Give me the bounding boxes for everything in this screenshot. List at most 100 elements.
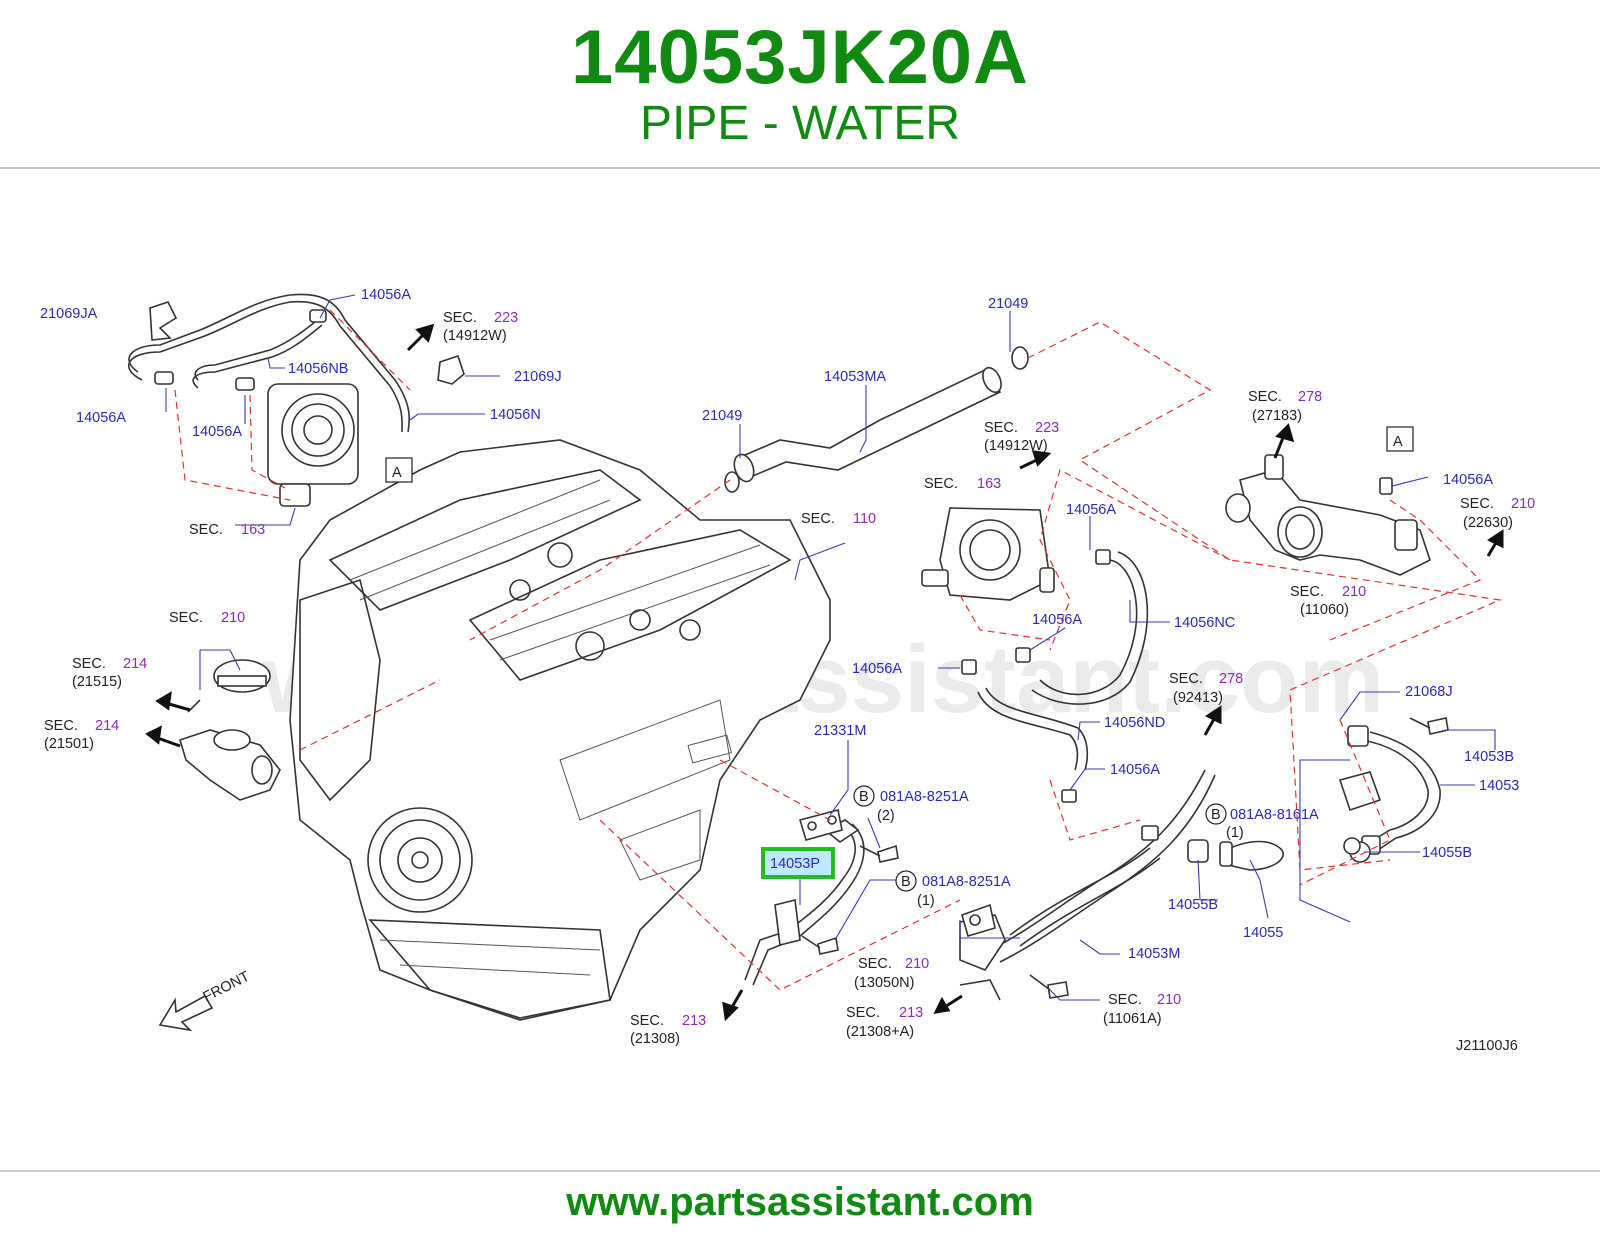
label-21049-mid[interactable]: 21049 [702, 408, 742, 424]
qty-081A8-8251A-b: (1) [917, 893, 935, 909]
engine-block-drawing [289, 439, 831, 1021]
svg-text:214: 214 [95, 718, 119, 734]
label-14056A-right[interactable]: 14056A [1443, 472, 1493, 488]
svg-text:SEC.: SEC. [846, 1005, 880, 1021]
sec-110[interactable]: SEC. 110 [801, 511, 876, 527]
svg-text:SEC.: SEC. [443, 310, 477, 326]
svg-text:A: A [1393, 434, 1403, 450]
label-14055B-right[interactable]: 14055B [1422, 845, 1472, 861]
qty-081A8-8161A: (1) [1226, 825, 1244, 841]
highlighted-part-14053P[interactable]: 14053P [761, 847, 835, 879]
svg-text:SEC.: SEC. [1290, 584, 1324, 600]
label-14056A-top[interactable]: 14056A [361, 287, 411, 303]
part-number-title: 14053JK20A [571, 15, 1029, 100]
hose-14056ND-drawing [977, 687, 1089, 803]
svg-text:223: 223 [494, 310, 518, 326]
footer-divider [0, 1170, 1600, 1172]
sec-213-b[interactable]: SEC. 213 (21308+A) [846, 1005, 923, 1040]
label-14053M[interactable]: 14053M [1128, 946, 1180, 962]
svg-text:SEC.: SEC. [1248, 389, 1282, 405]
callout-circle-b3: B [1205, 803, 1227, 825]
sec-223-top[interactable]: SEC. 223 (14912W) [443, 310, 518, 344]
svg-text:210: 210 [1342, 584, 1366, 600]
svg-text:213: 213 [899, 1005, 923, 1021]
sec-214-a[interactable]: SEC. 214 (21515) [72, 656, 147, 690]
front-label: FRONT [201, 969, 253, 1006]
part-name-subtitle: PIPE - WATER [639, 97, 960, 150]
svg-text:278: 278 [1298, 389, 1322, 405]
svg-text:A: A [392, 465, 402, 481]
sec-213-a[interactable]: SEC. 213 (21308) [630, 1013, 706, 1047]
svg-text:213: 213 [682, 1013, 706, 1029]
sec-210-left[interactable]: SEC. 210 [169, 610, 245, 626]
thermostat-housing-drawing [1225, 454, 1431, 576]
svg-text:163: 163 [977, 476, 1001, 492]
throttle-body-left-drawing [267, 383, 359, 507]
sec-210-13050N[interactable]: SEC. 210 (13050N) [854, 956, 929, 991]
filler-neck-drawing [179, 659, 281, 801]
svg-text:278: 278 [1219, 671, 1243, 687]
label-14053B[interactable]: 14053B [1464, 749, 1514, 765]
callout-box-a1: A [385, 457, 413, 483]
fasteners-right-drawing [961, 717, 1449, 999]
label-21049-top[interactable]: 21049 [988, 296, 1028, 312]
label-14056N[interactable]: 14056N [490, 407, 541, 423]
label-21069J[interactable]: 21069J [514, 369, 562, 385]
header-divider [0, 167, 1600, 169]
callout-circle-b1: B [853, 785, 875, 807]
direction-arrows [145, 323, 1504, 1022]
water-pipe-14053MA-drawing [724, 346, 1029, 493]
svg-text:(14912W): (14912W) [984, 438, 1048, 454]
sec-210-11060[interactable]: SEC. 210 (11060) [1290, 584, 1366, 618]
label-081A8-8251A-b[interactable]: 081A8-8251A [922, 874, 1011, 890]
svg-text:(13050N): (13050N) [854, 975, 914, 991]
svg-text:SEC.: SEC. [44, 718, 78, 734]
svg-text:(11060): (11060) [1300, 602, 1349, 618]
sec-210-11061A[interactable]: SEC. 210 (11061A) [1103, 992, 1181, 1027]
sec-278-mid[interactable]: SEC. 278 (92413) [1169, 671, 1243, 706]
label-14056NB[interactable]: 14056NB [288, 361, 348, 377]
svg-text:(27183): (27183) [1252, 408, 1302, 424]
hose-14056NC-drawing [961, 549, 1149, 705]
svg-text:210: 210 [1157, 992, 1181, 1008]
label-14053[interactable]: 14053 [1479, 778, 1519, 794]
label-14056ND[interactable]: 14056ND [1104, 715, 1165, 731]
svg-text:(21308+A): (21308+A) [846, 1024, 914, 1040]
sec-223-mid[interactable]: SEC. 223 (14912W) [984, 420, 1059, 454]
label-14053MA[interactable]: 14053MA [824, 369, 886, 385]
svg-text:B: B [1211, 807, 1221, 823]
svg-text:B: B [901, 874, 911, 890]
front-direction-indicator: FRONT [158, 969, 253, 1032]
label-081A8-8161A[interactable]: 081A8-8161A [1230, 807, 1319, 823]
label-21069JA[interactable]: 21069JA [40, 306, 98, 322]
footer-website-link[interactable]: www.partsassistant.com [566, 1180, 1034, 1224]
label-21331M[interactable]: 21331M [814, 723, 866, 739]
svg-text:(21501): (21501) [44, 736, 94, 752]
label-14056A-tb2[interactable]: 14056A [1032, 612, 1082, 628]
label-14056A-mid[interactable]: 14056A [192, 424, 242, 440]
sec-163-left[interactable]: SEC. 163 [189, 522, 265, 538]
label-081A8-8251A-a[interactable]: 081A8-8251A [880, 789, 969, 805]
label-21068J[interactable]: 21068J [1405, 684, 1453, 700]
label-14056A-left[interactable]: 14056A [76, 410, 126, 426]
label-14055B-left[interactable]: 14055B [1168, 897, 1218, 913]
label-14056NC[interactable]: 14056NC [1174, 615, 1235, 631]
bypass-hose-drawing [128, 293, 465, 433]
svg-text:SEC.: SEC. [1169, 671, 1203, 687]
sec-278-top[interactable]: SEC. 278 (27183) [1248, 389, 1322, 424]
diagram-code: J21100J6 [1456, 1038, 1518, 1054]
callout-box-a2: A [1386, 426, 1414, 452]
sec-210-right[interactable]: SEC. 210 (22630) [1460, 496, 1535, 531]
label-14056A-tb[interactable]: 14056A [1066, 502, 1116, 518]
svg-text:110: 110 [853, 511, 876, 527]
throttle-body-mid-drawing [921, 507, 1055, 601]
label-14056A-low[interactable]: 14056A [1110, 762, 1160, 778]
label-14053P[interactable]: 14053P [770, 856, 820, 872]
svg-text:223: 223 [1035, 420, 1059, 436]
sec-163-mid[interactable]: SEC. 163 [924, 476, 1001, 492]
sec-214-b[interactable]: SEC. 214 (21501) [44, 718, 119, 752]
svg-text:SEC.: SEC. [801, 511, 835, 527]
svg-text:SEC.: SEC. [169, 610, 203, 626]
label-14056A-tb3[interactable]: 14056A [852, 661, 902, 677]
label-14055[interactable]: 14055 [1243, 925, 1283, 941]
